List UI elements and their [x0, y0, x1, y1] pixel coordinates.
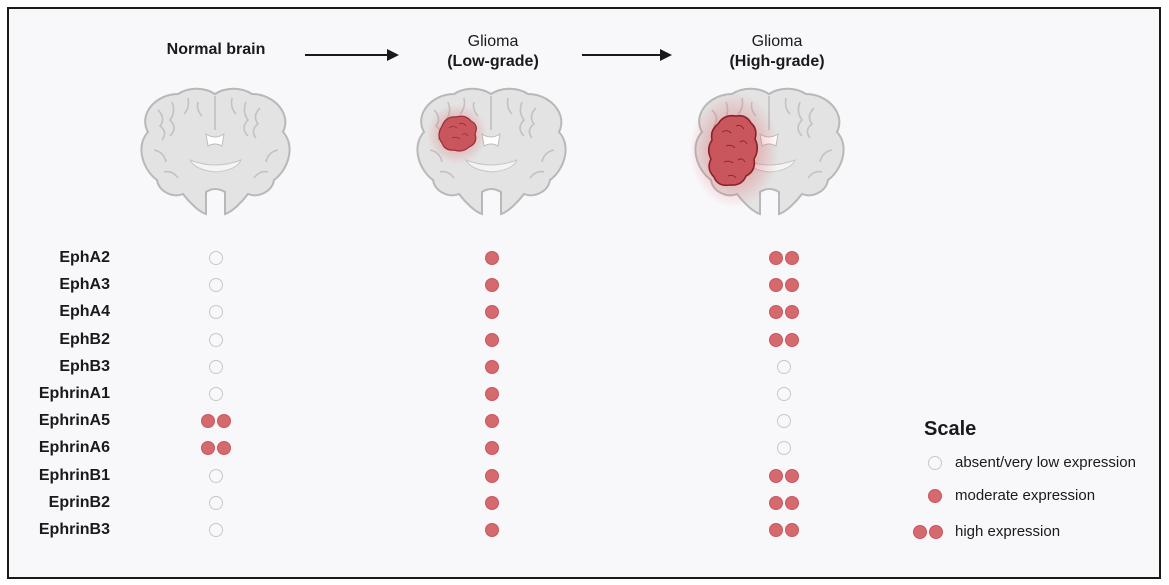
stage-high-grade-line1: Glioma [751, 33, 803, 50]
expression-dot-high [769, 523, 783, 537]
tumor-high-grade [707, 114, 759, 187]
expression-dot-moderate [485, 495, 499, 510]
stage-normal-title: Normal brain [156, 40, 276, 60]
expression-dot-absent [209, 523, 223, 537]
progression-arrow-1 [305, 49, 399, 61]
expression-dot-absent [209, 251, 223, 265]
expression-dot-high [785, 251, 799, 265]
gene-label: EphrinB1 [38, 466, 110, 484]
gene-label: EphA4 [59, 303, 110, 321]
gene-label: EphB2 [59, 330, 110, 348]
expression-dot-moderate [485, 468, 499, 483]
expression-dot-high [785, 278, 799, 293]
expression-dot-high [769, 332, 783, 347]
legend-label: moderate expression [955, 487, 1096, 504]
stage-low-grade-line2: (Low-grade) [447, 53, 539, 70]
expression-dot-absent [209, 359, 223, 374]
gene-label: EphA2 [59, 249, 110, 266]
expression-dot-moderate [485, 414, 499, 429]
gene-label: EphrinA6 [38, 439, 110, 457]
expression-dot-absent [209, 495, 223, 510]
legend-dot-absent [928, 456, 942, 470]
expression-dot-high [785, 495, 799, 510]
tumor-low-grade [438, 115, 477, 152]
stage-normal-label: Normal brain [166, 41, 266, 58]
stage-high-grade-line2: (High-grade) [729, 53, 825, 70]
gene-label: EphrinB3 [38, 521, 110, 538]
brain-normal-illustration [140, 87, 291, 215]
expression-dot-moderate [485, 332, 499, 347]
expression-dot-absent [209, 468, 223, 483]
expression-dot-absent [209, 387, 223, 401]
expression-dot-high [201, 441, 215, 456]
expression-dot-moderate [485, 387, 499, 401]
legend-dot-high [913, 525, 927, 539]
expression-dot-absent [777, 441, 791, 456]
expression-dot-absent [777, 387, 791, 401]
expression-dot-high [785, 468, 799, 483]
expression-dot-moderate [485, 278, 499, 293]
expression-dot-high [769, 468, 783, 483]
expression-dot-absent [777, 359, 791, 374]
expression-dot-absent [209, 332, 223, 347]
expression-dot-high [785, 305, 799, 320]
gene-label: EphrinA5 [38, 412, 110, 430]
expression-dot-moderate [485, 441, 499, 456]
legend-dot-high [929, 525, 943, 539]
expression-dot-absent [209, 278, 223, 293]
legend-dot-moderate [928, 489, 942, 503]
expression-dot-high [785, 332, 799, 347]
stage-high-grade-title: Glioma (High-grade) [712, 32, 842, 72]
expression-dot-moderate [485, 523, 499, 537]
brain-high-grade-illustration [689, 87, 845, 215]
brain-low-grade-illustration [416, 87, 567, 215]
legend-label: absent/very low expression [955, 454, 1136, 471]
expression-dot-absent [209, 305, 223, 320]
progression-arrow-2 [582, 49, 672, 61]
expression-dot-high [201, 414, 215, 429]
expression-dot-absent [777, 414, 791, 429]
expression-dot-high [785, 523, 799, 537]
expression-dot-moderate [485, 359, 499, 374]
expression-dot-high [769, 305, 783, 320]
expression-dot-high [769, 278, 783, 293]
expression-dot-high [769, 251, 783, 265]
expression-dot-moderate [485, 305, 499, 320]
expression-dot-high [217, 414, 231, 429]
gene-label: EphrinA1 [38, 385, 110, 402]
legend-label: high expression [955, 523, 1061, 540]
scale-title: Scale [924, 418, 977, 440]
gene-label: EphB3 [59, 357, 110, 375]
expression-dot-high [217, 441, 231, 456]
gene-label: EphA3 [59, 276, 110, 294]
stage-low-grade-line1: Glioma [467, 33, 519, 50]
gene-label: EprinB2 [48, 493, 110, 511]
expression-dot-moderate [485, 251, 499, 265]
expression-dot-high [769, 495, 783, 510]
stage-low-grade-title: Glioma (Low-grade) [428, 32, 558, 72]
